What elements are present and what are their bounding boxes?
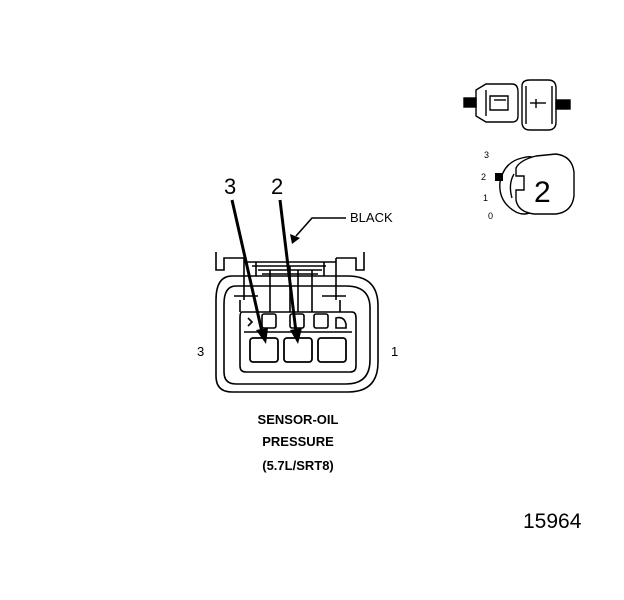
side-label-left: 3 xyxy=(197,344,204,359)
upper-cavity-3 xyxy=(313,313,329,329)
connector-plug-half xyxy=(475,83,519,123)
retainer-back-disc xyxy=(499,157,533,215)
callout-label-2: 2 xyxy=(271,174,283,199)
upper-cavity-2 xyxy=(289,313,305,329)
connector-housing-inner xyxy=(223,285,371,385)
mated-connector-inset xyxy=(463,79,571,131)
caption-line-2: PRESSURE xyxy=(262,434,334,449)
caption-line-3: (5.7L/SRT8) xyxy=(262,458,334,473)
wire-stub-right xyxy=(555,99,571,110)
wire-stub-left xyxy=(463,97,477,108)
position-mark-1: 1 xyxy=(483,193,488,203)
position-mark-2: 2 xyxy=(481,172,486,182)
connector-receptacle-half xyxy=(521,79,557,131)
connector-face xyxy=(215,252,379,393)
callout-arrows xyxy=(230,199,346,344)
caption-line-1: SENSOR-OIL xyxy=(258,412,339,427)
callout-label-3: 3 xyxy=(224,174,236,199)
terminal-cavity-1 xyxy=(317,337,347,363)
wire-color-label: BLACK xyxy=(350,210,393,225)
retainer-tab xyxy=(515,153,575,215)
position-indicator-inset: 2 xyxy=(495,153,575,215)
locking-tab-left xyxy=(215,252,244,271)
connector-housing-outer xyxy=(215,275,379,393)
position-mark-3: 3 xyxy=(484,150,489,160)
position-mark-0: 0 xyxy=(488,211,493,221)
wire-color-leader xyxy=(295,217,346,237)
position-marker xyxy=(495,173,503,181)
callout-arrow-2 xyxy=(278,199,298,333)
terminal-cavity-3 xyxy=(249,337,279,363)
position-number: 2 xyxy=(534,176,551,209)
locking-tab-right xyxy=(336,252,365,271)
cavity-frame xyxy=(239,311,357,373)
side-label-right: 1 xyxy=(391,344,398,359)
callout-arrow-3 xyxy=(230,199,264,333)
upper-cavity-1 xyxy=(261,313,277,329)
figure-number: 15964 xyxy=(523,510,582,533)
